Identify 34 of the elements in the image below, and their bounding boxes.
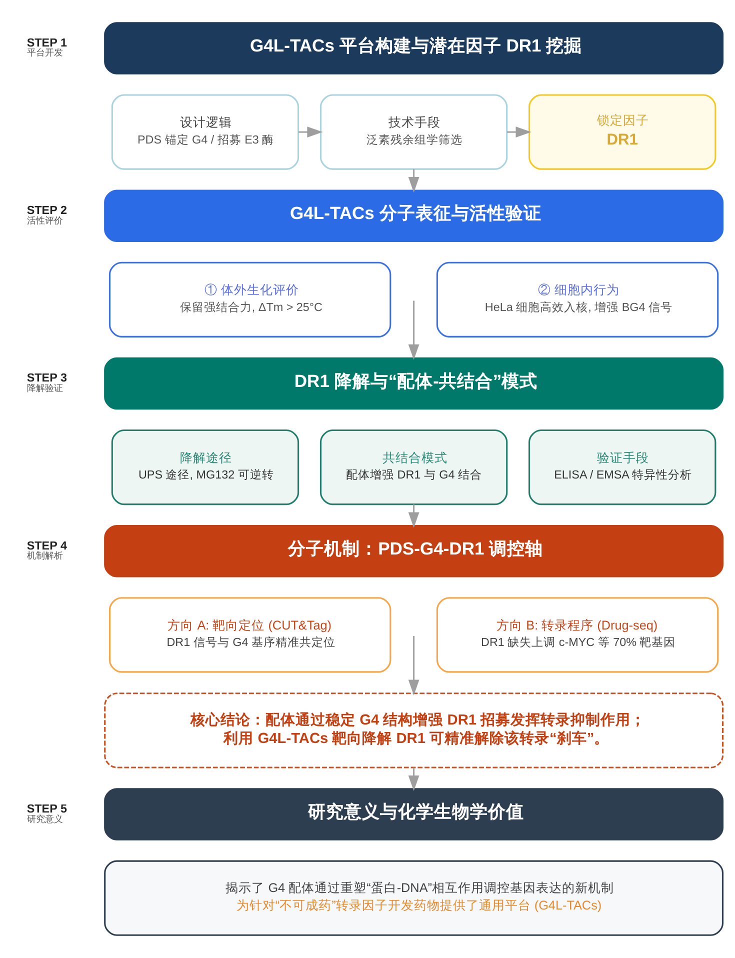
node-box: 方向 A: 靶向定位 (CUT&Tag) DR1 信号与 G4 基序精准共定位 <box>108 597 392 673</box>
node-label: 研究意义 <box>26 814 63 824</box>
node-box: 分子机制：PDS-G4-DR1 调控轴 <box>104 525 724 578</box>
node-box: 降解途径 UPS 途径, MG132 可逆转 <box>111 430 300 506</box>
node-box: G4L-TACs 平台构建与潜在因子 DR1 挖掘 <box>104 22 724 74</box>
arrow <box>507 126 532 138</box>
arrow <box>408 504 420 528</box>
node-box: G4L-TACs 分子表征与活性验证 <box>104 190 724 242</box>
node-box: 技术手段 泛素残余组学筛选 <box>320 94 508 170</box>
arrow <box>408 300 420 360</box>
arrow <box>408 169 420 193</box>
node-label: 降解验证 <box>26 382 63 393</box>
node-box: 揭示了 G4 配体通过重塑“蛋白-DNA”相互作用调控基因表达的新机制 为针对“不可成药”转录因子开发药物提供了通用平台 (G4L-TACs) <box>104 860 724 936</box>
arrow <box>298 126 323 138</box>
arrow <box>408 636 420 696</box>
node-label: 活性评价 <box>26 215 63 226</box>
node-box: DR1 降解与“配体-共结合”模式 <box>104 357 724 410</box>
arrow <box>408 768 420 792</box>
node-label: STEP 4 <box>26 539 67 552</box>
node-label: 平台开发 <box>26 48 63 58</box>
node-label: STEP 1 <box>26 36 67 50</box>
node-label: STEP 5 <box>26 802 67 816</box>
node-label: 机制解析 <box>26 550 63 561</box>
node-box: 锁定因子 DR1 <box>528 94 716 170</box>
node-box: 研究意义与化学生物学价值 <box>104 788 724 840</box>
node-label: STEP 2 <box>26 204 67 218</box>
node-box: 方向 B: 转录程序 (Drug-seq) DR1 缺失上调 c-MYC 等 70% 靶基因 <box>436 597 719 673</box>
node-box: 验证手段 ELISA / EMSA 特异性分析 <box>528 430 716 506</box>
node-box: 核心结论：配体通过稳定 G4 结构增强 DR1 招募发挥转录抑制作用；利用 G4L-TACs 靶向降解 DR1 可精准解除该转录“刹车”。 <box>104 692 724 768</box>
node-label: STEP 3 <box>26 372 67 385</box>
node-box: 设计逻辑 PDS 锚定 G4 / 招募 E3 酶 <box>111 94 300 170</box>
node-box: ① 体外生化评价 保留强结合力, ΔTm > 25°C <box>108 262 392 338</box>
node-box: ② 细胞内行为 HeLa 细胞高效入核, 增强 BG4 信号 <box>436 262 719 338</box>
node-box: 共结合模式 配体增强 DR1 与 G4 结合 <box>320 430 508 506</box>
